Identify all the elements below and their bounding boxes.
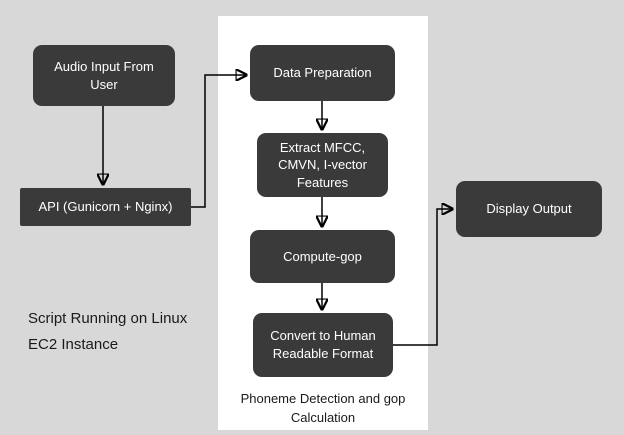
- flow-node-display-output-label: Display Output: [486, 201, 572, 217]
- panel-caption: Phoneme Detection and gop Calculation: [240, 391, 406, 425]
- flow-node-convert-format-label: Convert to Human Readable Format: [270, 328, 376, 361]
- flow-node-extract-features: Extract MFCC, CMVN, I-vector Features: [257, 133, 388, 197]
- flow-node-data-preparation: Data Preparation: [250, 45, 395, 101]
- flow-node-audio-input-label: Audio Input From User: [54, 58, 154, 92]
- flow-node-audio-input: Audio Input From User: [33, 45, 175, 106]
- flow-node-compute-gop: Compute-gop: [250, 230, 395, 283]
- flow-node-data-preparation-label: Data Preparation: [273, 65, 372, 81]
- flow-node-convert-format: Convert to Human Readable Format: [253, 313, 393, 377]
- flow-node-api: API (Gunicorn + Nginx): [20, 188, 191, 226]
- flow-node-display-output: Display Output: [456, 181, 602, 237]
- flow-node-extract-features-label: Extract MFCC, CMVN, I-vector Features: [278, 139, 367, 190]
- script-note: Script Running on Linux EC2 Instance: [28, 310, 188, 353]
- flow-node-compute-gop-label: Compute-gop: [283, 248, 362, 264]
- flow-node-api-label: API (Gunicorn + Nginx): [38, 199, 173, 215]
